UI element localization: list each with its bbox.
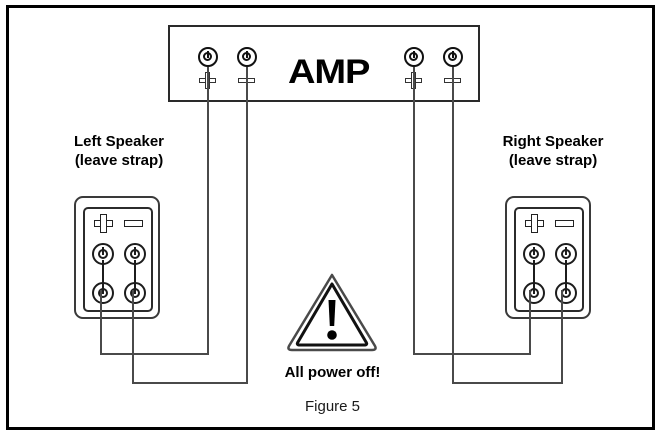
amplifier-label: AMP — [288, 53, 370, 91]
figure-caption: Figure 5 — [304, 398, 361, 415]
left-speaker-strap-positive — [102, 260, 104, 288]
wire-left-positive-vertical-amp — [207, 67, 209, 353]
wire-left-positive-horizontal — [100, 353, 209, 355]
right-speaker-strap-positive — [533, 260, 535, 288]
left-speaker-terminal-plate — [74, 196, 160, 319]
wire-right-negative-horizontal — [452, 382, 563, 384]
right-speaker-caption: Right Speaker (leave strap) — [478, 133, 628, 171]
wire-left-negative-vertical-amp — [246, 67, 248, 382]
left-speaker-strap-negative — [134, 260, 136, 288]
wire-right-positive-horizontal — [413, 353, 531, 355]
wire-right-positive-vertical-amp — [413, 67, 415, 353]
wire-left-negative-horizontal — [132, 382, 248, 384]
wire-right-negative-vertical-amp — [452, 67, 454, 382]
wire-left-positive-vertical-speaker — [100, 290, 102, 355]
wire-right-negative-vertical-speaker — [561, 290, 563, 384]
right-speaker-subtitle: (leave strap) — [508, 151, 598, 169]
amp-terminal-left-negative — [237, 47, 257, 67]
left-speaker-subtitle: (leave strap) — [74, 151, 164, 169]
right-speaker-strap-negative — [565, 260, 567, 288]
amp-terminal-left-positive — [198, 47, 218, 67]
left-speaker-post-negative-upper — [124, 243, 146, 265]
warning-triangle-icon — [286, 272, 378, 352]
left-speaker-caption: Left Speaker (leave strap) — [44, 133, 194, 171]
amplifier-chassis — [168, 25, 480, 102]
wire-right-positive-vertical-speaker — [529, 290, 531, 355]
wire-left-negative-vertical-speaker — [132, 290, 134, 384]
warning-caption: All power off! — [284, 364, 381, 381]
right-speaker-title: Right Speaker — [502, 133, 604, 150]
right-speaker-terminal-plate — [505, 196, 591, 319]
amp-terminal-right-positive — [404, 47, 424, 67]
left-speaker-title: Left Speaker — [73, 133, 165, 150]
amp-terminal-right-negative — [443, 47, 463, 67]
